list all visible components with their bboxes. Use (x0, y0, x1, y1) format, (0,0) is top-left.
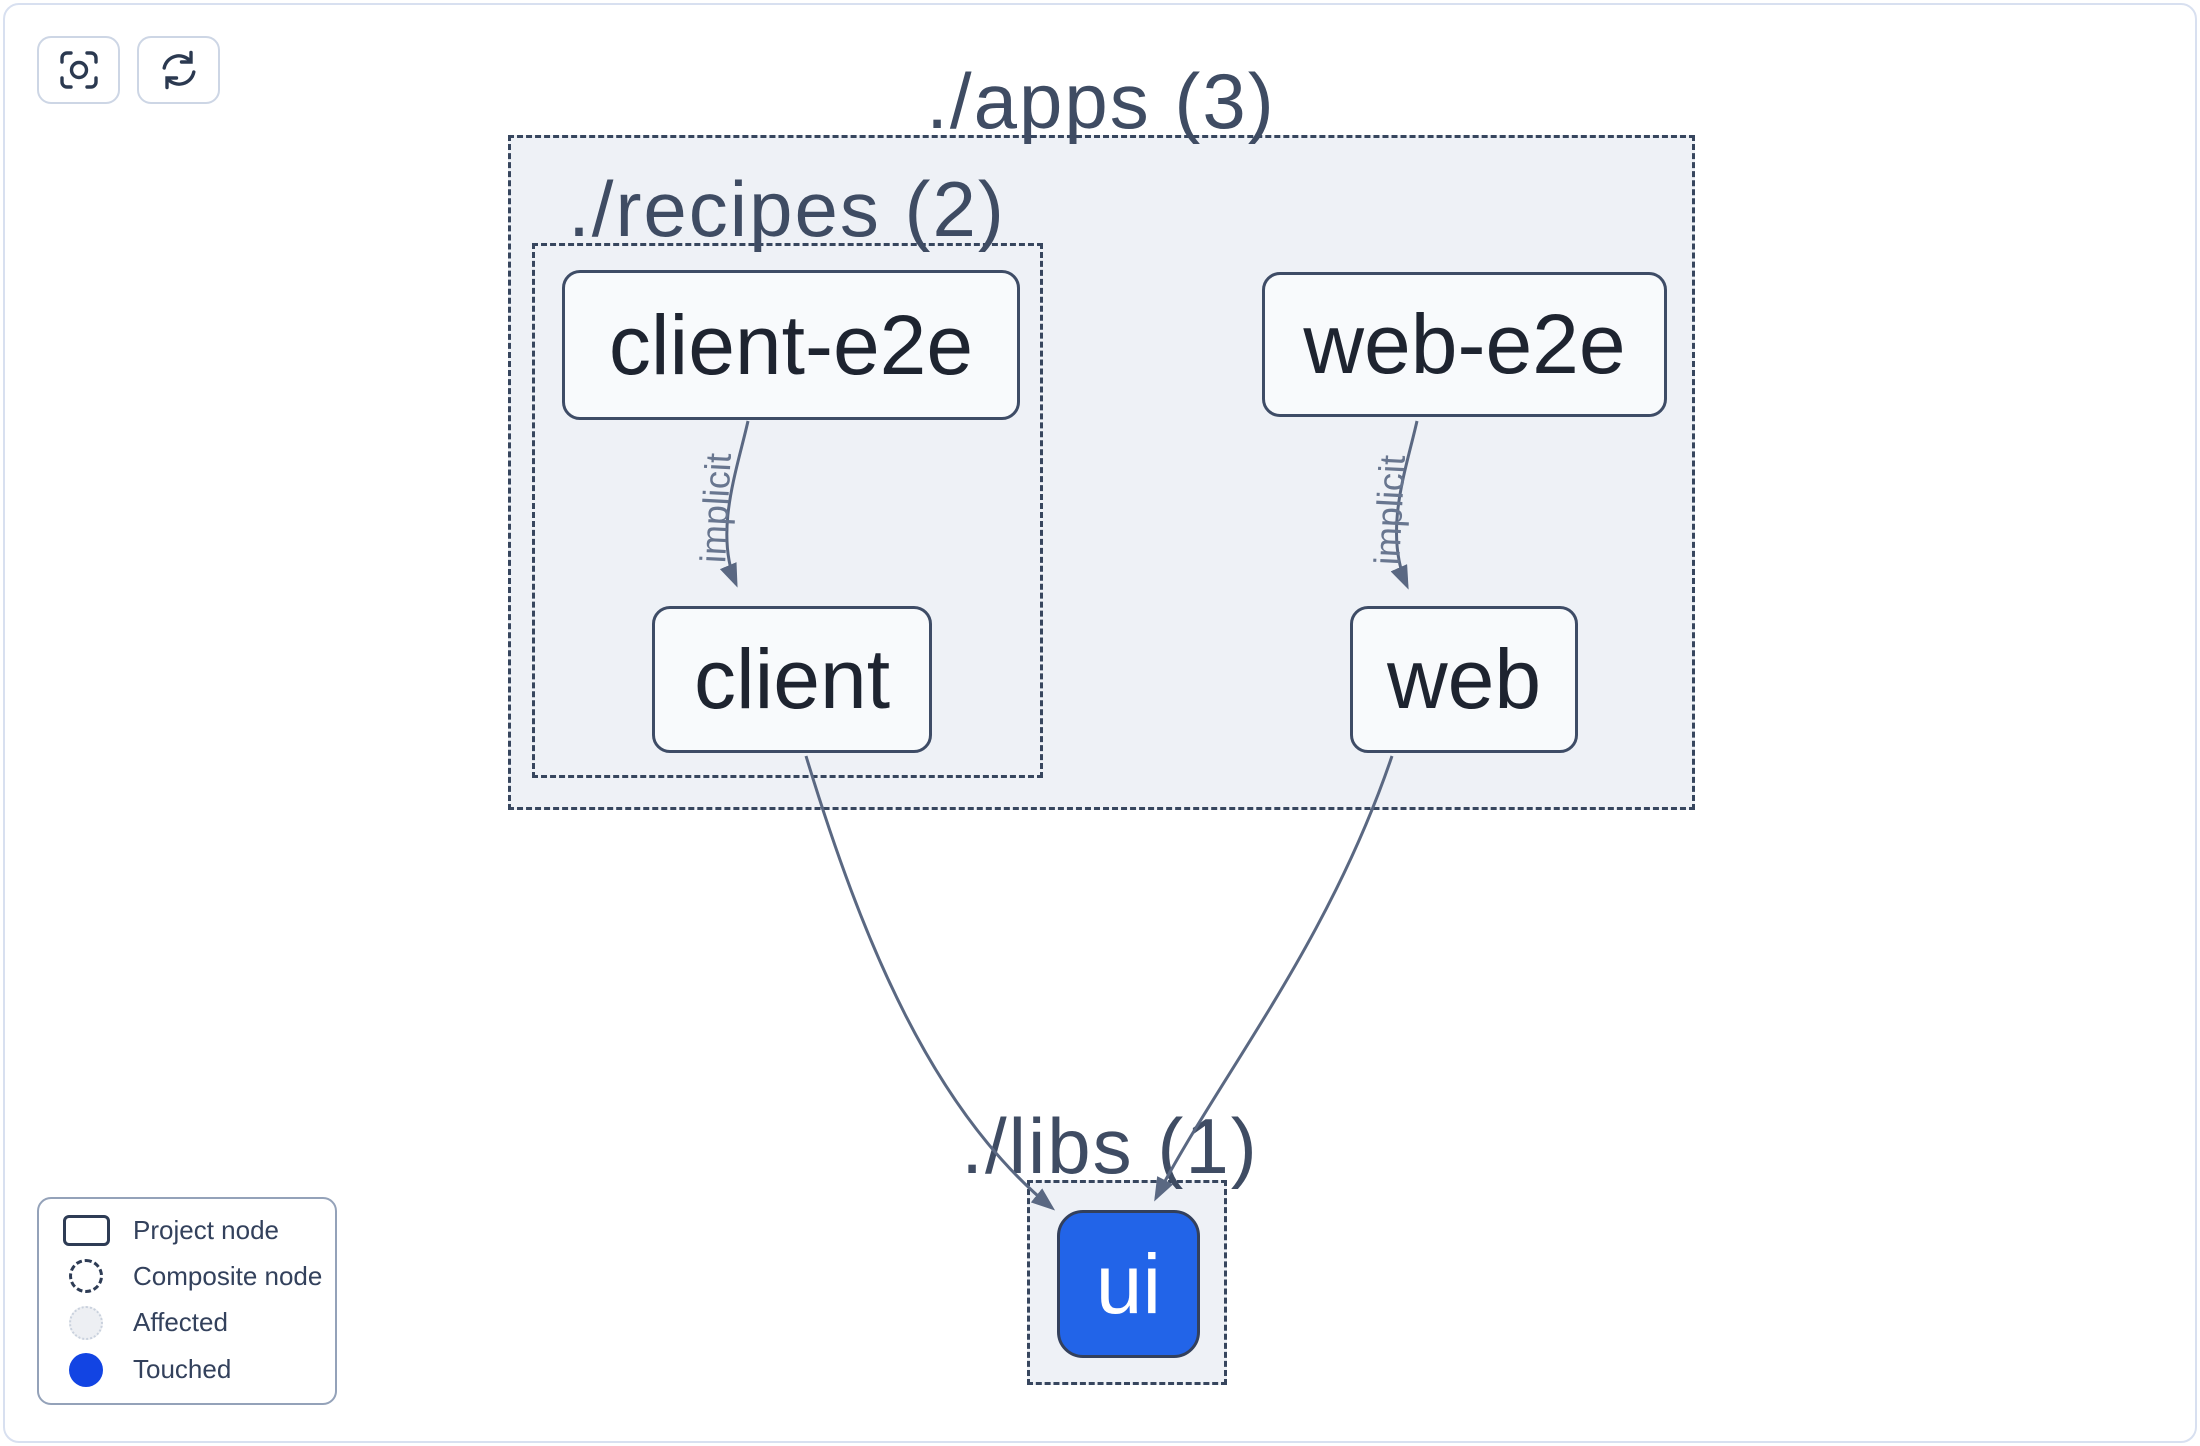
legend-item-composite-node: Composite node (39, 1259, 335, 1294)
focus-button[interactable] (37, 36, 120, 104)
edge-label-implicit-web: implicit (1366, 453, 1413, 566)
affected-swatch-icon (69, 1305, 103, 1340)
refresh-button[interactable] (137, 36, 220, 104)
edge-label-implicit-client: implicit (692, 451, 739, 564)
project-node-label: web (1386, 632, 1542, 726)
project-node-label: client-e2e (608, 297, 974, 392)
edge-client-to-ui[interactable] (804, 755, 1056, 1211)
composite-label-apps: ./apps (3) (926, 57, 1276, 145)
refresh-arrows-icon (157, 48, 201, 92)
legend-label: Composite node (133, 1260, 323, 1291)
project-node-web[interactable]: web (1350, 606, 1578, 753)
focus-crosshair-icon (58, 49, 100, 91)
legend-label: Affected (133, 1307, 228, 1338)
project-node-client[interactable]: client (652, 606, 932, 753)
legend-label: Touched (133, 1354, 232, 1385)
project-node-web-e2e[interactable]: web-e2e (1262, 272, 1667, 417)
composite-label-libs: ./libs (1) (961, 1102, 1259, 1190)
legend-item-affected: Affected (39, 1305, 335, 1340)
touched-swatch-icon (69, 1352, 103, 1387)
edge-client-e2e-to-client[interactable] (719, 420, 750, 588)
legend-item-project-node: Project node (39, 1215, 335, 1247)
project-node-label: web-e2e (1303, 297, 1626, 391)
legend-panel: Project node Composite node Affected Tou… (37, 1197, 337, 1405)
project-node-ui[interactable]: ui (1057, 1210, 1200, 1358)
legend-item-touched: Touched (39, 1352, 335, 1387)
project-node-swatch-icon (62, 1215, 110, 1247)
composite-label-recipes: ./recipes (2) (568, 165, 1006, 253)
project-node-client-e2e[interactable]: client-e2e (562, 270, 1020, 420)
legend-label: Project node (133, 1215, 279, 1246)
edge-web-e2e-to-web[interactable] (1390, 420, 1419, 590)
edge-web-to-ui[interactable] (1154, 755, 1394, 1202)
project-node-label: ui (1095, 1236, 1162, 1331)
project-node-label: client (693, 632, 891, 726)
composite-node-swatch-icon (69, 1259, 103, 1294)
